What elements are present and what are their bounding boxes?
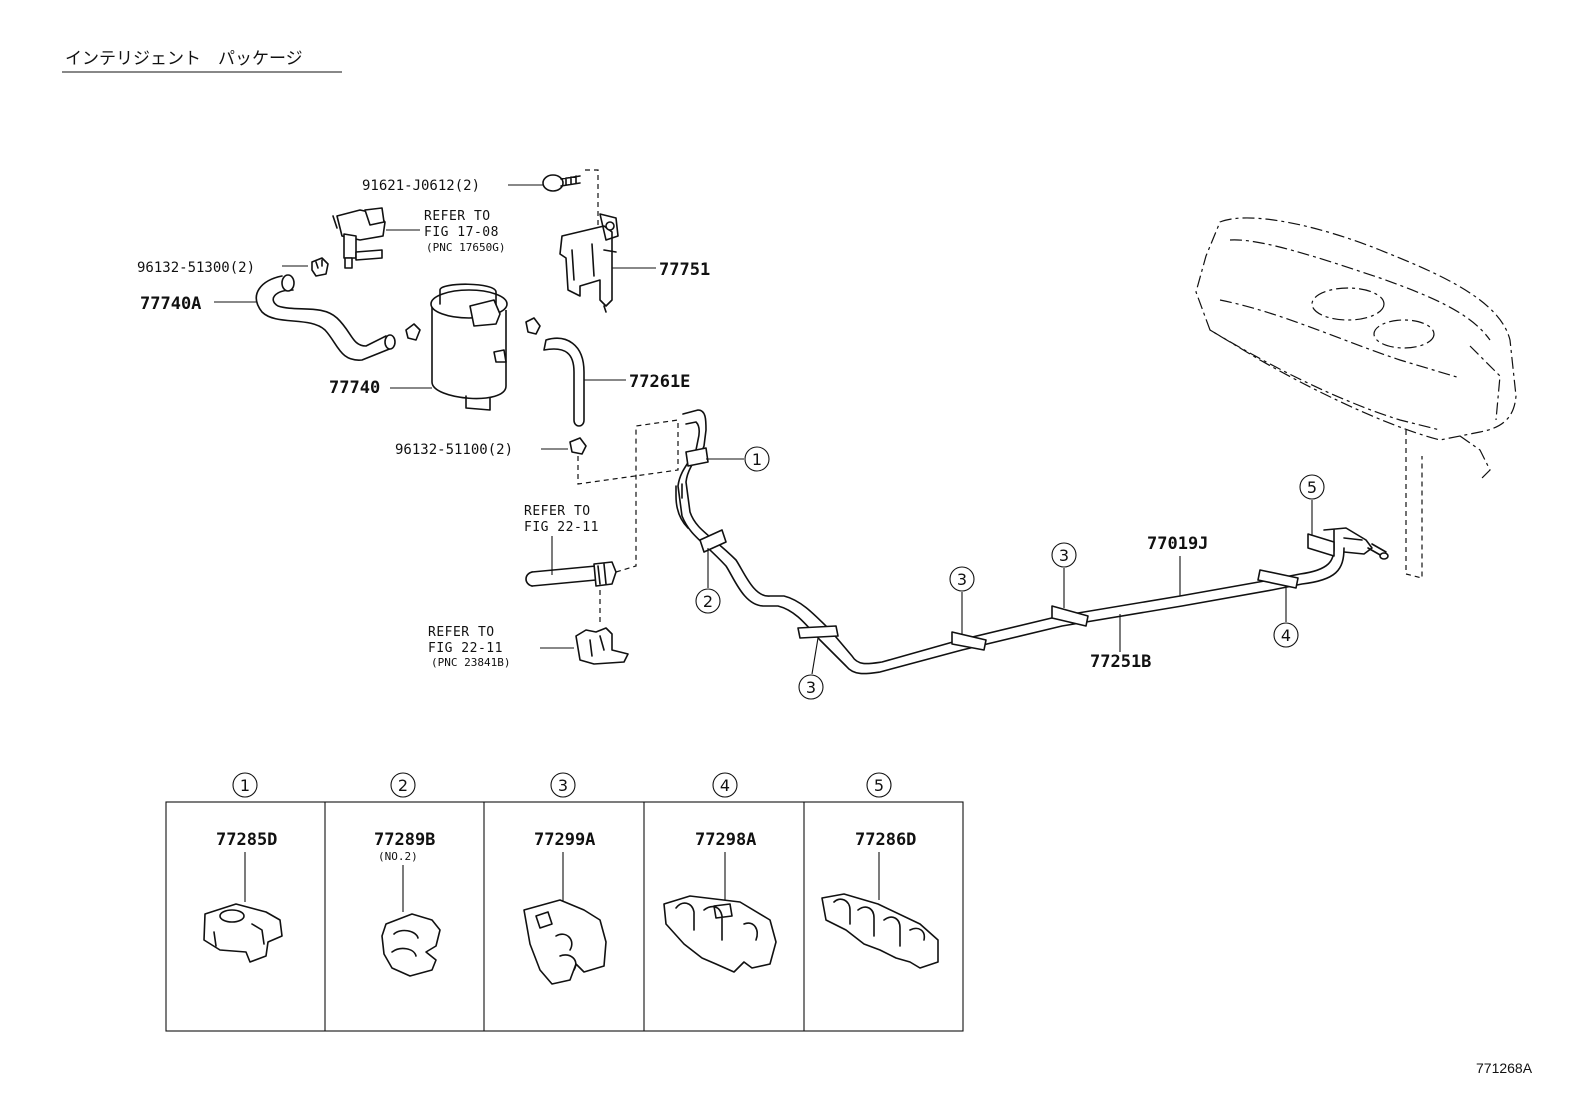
dash-canister-tube [577,419,679,485]
diagram-code: 771268A [1476,1060,1533,1076]
svg-text:4: 4 [720,776,730,795]
clamp-table [165,801,964,1032]
fuel-tank-outline [1195,217,1517,481]
filler-ref-line2: FIG 22-11 [524,520,599,535]
clamp-3-part: 77299A [534,830,595,850]
svg-text:1: 1 [752,450,762,469]
clamp-4-part: 77298A [695,830,756,850]
label-tube-j: 77019J [1147,534,1208,554]
svg-text:3: 3 [558,776,568,795]
label-hose-a: 77740A [140,294,201,314]
svg-text:5: 5 [1307,478,1317,497]
svg-text:3: 3 [957,570,967,589]
clamp-5-part: 77286D [855,830,916,850]
filler-ref-line1: REFER TO [524,504,591,519]
clamp-cell-4: 4 77298A [663,772,777,973]
clamp-lower-part [569,437,587,455]
clamp-cell-2: 2 77289B (NO.2) [374,772,441,977]
bracket-ref-line3: (PNC 23841B) [431,656,510,669]
callout-2: 2 [695,548,721,614]
label-clamp-lower: 96132-51100(2) [395,442,513,458]
vsv-ref-line2: FIG 17-08 [424,225,499,240]
svg-text:2: 2 [703,592,713,611]
clamp-cell-1: 1 77285D [203,772,283,963]
dash-tank-tube [1405,430,1423,579]
vsv-valve-part [332,207,386,269]
label-bolt: 91621-J0612(2) [362,178,480,194]
tube-clamps [685,447,1335,651]
dash-bolt-bracket [585,169,599,232]
callout-4: 4 [1273,586,1299,648]
filler-pipe-part [525,561,617,587]
dash-filler-tube [615,484,637,573]
filler-bracket-part [575,627,629,665]
svg-text:5: 5 [874,776,884,795]
bracket-ref-line2: FIG 22-11 [428,641,503,656]
bracket-ref-line1: REFER TO [428,625,495,640]
svg-text:3: 3 [1059,546,1069,565]
hose-e-part [543,337,585,427]
clamp-1-part: 77285D [216,830,277,850]
svg-text:1: 1 [240,776,250,795]
clamp-cell-5: 5 77286D [821,772,939,969]
diagram-title: インテリジェント パッケージ [65,49,303,69]
callout-3c: 3 [1051,542,1077,608]
label-canister: 77740 [329,378,380,398]
label-tube-b: 77251B [1090,652,1151,672]
vsv-ref-line3: (PNC 17650G) [426,241,505,254]
callout-3a: 3 [798,637,824,700]
hose-a-part [255,274,396,361]
callout-1: 1 [706,446,770,472]
svg-text:2: 2 [398,776,408,795]
svg-text:4: 4 [1281,626,1291,645]
callout-5: 5 [1299,474,1325,536]
clamp-upper-part [311,257,329,277]
vsv-ref-line1: REFER TO [424,209,491,224]
label-hose-e: 77261E [629,372,690,392]
svg-text:3: 3 [806,678,816,697]
label-bracket: 77751 [659,260,710,280]
bracket-part [559,213,619,313]
clamp-2-part: 77289B [374,830,435,850]
bolt-part [542,174,581,192]
label-clamp-upper: 96132-51300(2) [137,260,255,276]
clamp-cell-3: 3 77299A [523,772,607,985]
clamp-2-note: (NO.2) [378,850,418,863]
callout-3b: 3 [949,566,975,634]
canister-part [405,283,541,411]
